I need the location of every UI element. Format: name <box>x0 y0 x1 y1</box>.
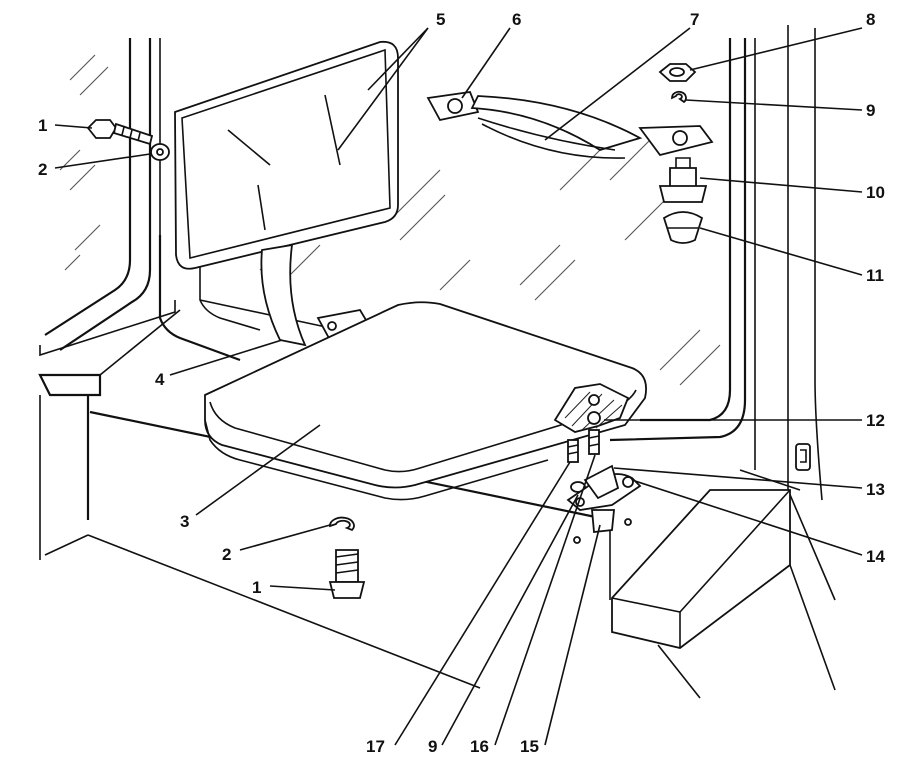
backrest <box>174 40 399 347</box>
footrest-box <box>611 489 836 699</box>
callout-8: 8 <box>866 10 875 29</box>
right-window-frame <box>609 25 836 601</box>
callout-12: 12 <box>866 411 885 430</box>
callout-labels: 1 2 5 6 7 8 9 10 11 4 3 2 1 12 13 14 17 … <box>38 10 885 756</box>
callout-9-lower: 9 <box>428 737 437 756</box>
callout-7: 7 <box>690 10 699 29</box>
callout-2-lower: 2 <box>222 545 231 564</box>
callout-9-upper: 9 <box>866 101 875 120</box>
hardware-upper-right <box>658 63 708 244</box>
callout-16: 16 <box>470 737 489 756</box>
callout-3: 3 <box>180 512 189 531</box>
callout-2-upper: 2 <box>38 160 47 179</box>
callout-1-lower: 1 <box>252 578 261 597</box>
callout-5: 5 <box>436 10 445 29</box>
callout-14: 14 <box>866 547 885 566</box>
callout-10: 10 <box>866 183 885 202</box>
callout-6: 6 <box>512 10 521 29</box>
seat-cushion <box>204 301 647 501</box>
left-window-frame <box>39 38 176 357</box>
hinge-strap <box>426 91 714 159</box>
callout-17: 17 <box>366 737 385 756</box>
hardware-upper-left <box>86 119 170 161</box>
callout-15: 15 <box>520 737 539 756</box>
seat-pivot-hardware <box>566 429 642 544</box>
callout-11: 11 <box>866 266 884 285</box>
hardware-lower-left <box>328 516 366 599</box>
leader-lines <box>54 27 863 746</box>
callout-13: 13 <box>866 480 885 499</box>
callout-1-upper: 1 <box>38 116 47 135</box>
callout-4: 4 <box>155 370 165 389</box>
